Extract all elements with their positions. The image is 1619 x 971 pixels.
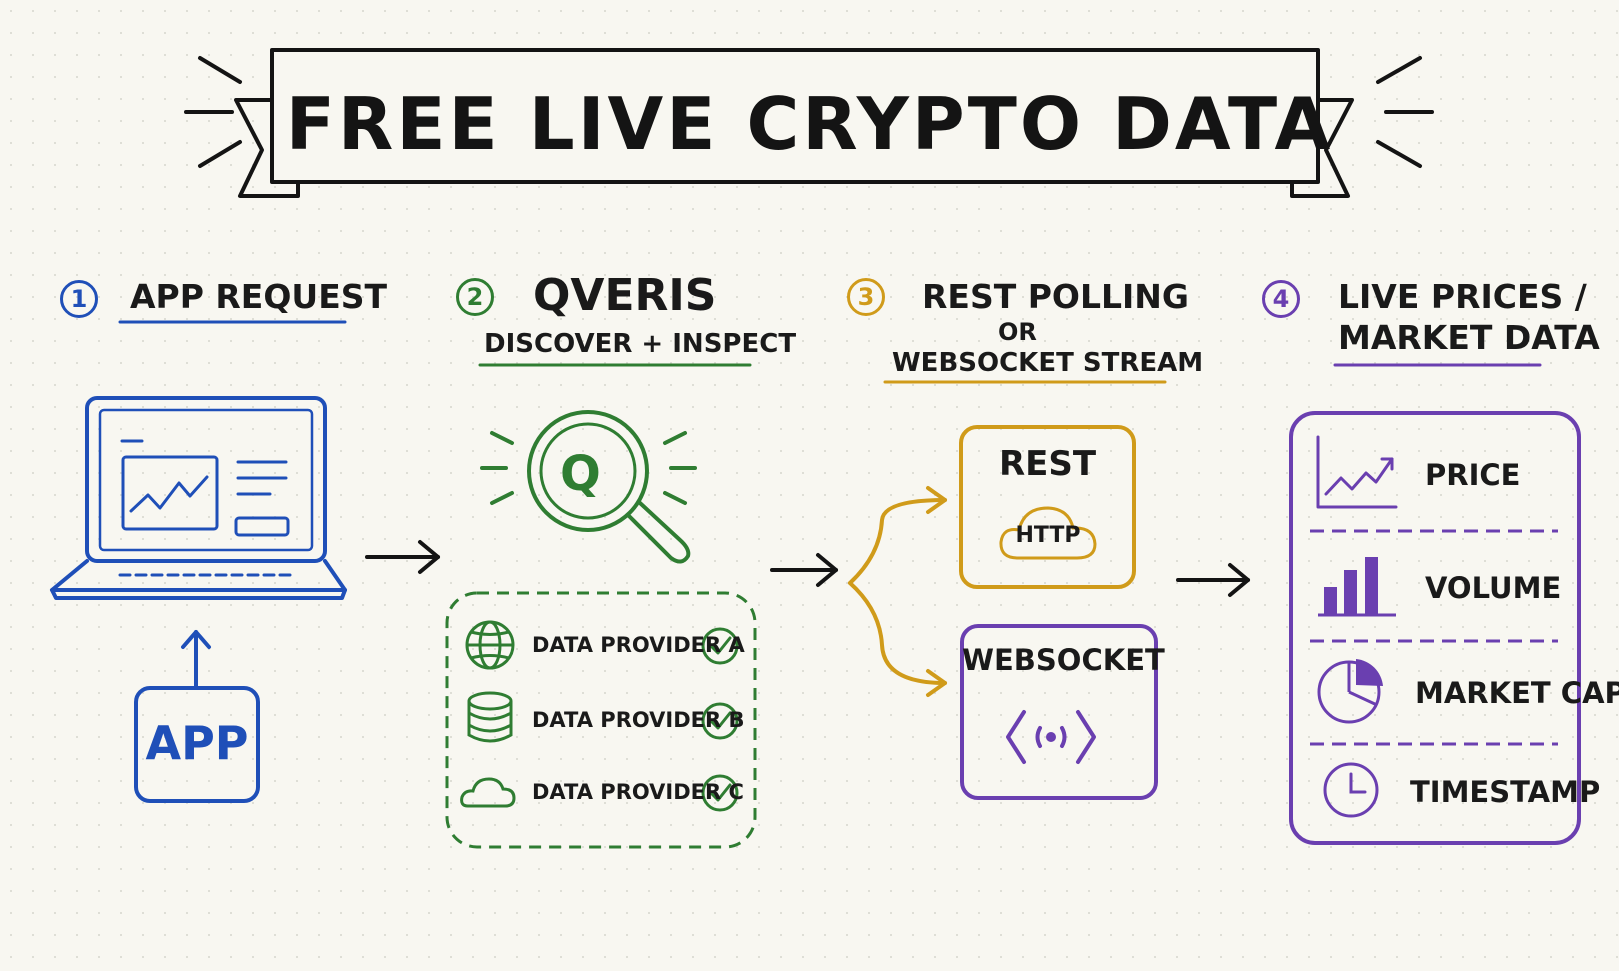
metric-price-label: PRICE xyxy=(1425,458,1521,492)
check-icon-b xyxy=(701,702,739,740)
providers-box xyxy=(445,591,757,849)
clock-icon xyxy=(1323,762,1379,818)
provider-b-label: DATA PROVIDER B xyxy=(532,708,745,732)
step-4-title-line2: MARKET DATA xyxy=(1338,318,1600,357)
pie-chart-icon xyxy=(1317,659,1383,724)
app-label: APP xyxy=(145,716,249,770)
app-box xyxy=(134,686,260,803)
laptop-icon xyxy=(50,396,347,600)
step-3-subtitle: WEBSOCKET STREAM xyxy=(892,348,1204,378)
step-4-title-line1: LIVE PRICES / xyxy=(1338,277,1587,316)
magnifier-icon xyxy=(480,410,697,564)
websocket-label: WEBSOCKET xyxy=(962,643,1165,677)
page-title: FREE LIVE CRYPTO DATA xyxy=(285,82,1334,166)
http-cloud-icon xyxy=(999,506,1097,560)
globe-icon xyxy=(465,620,515,670)
database-icon xyxy=(467,691,513,743)
volume-bars-icon xyxy=(1318,557,1396,617)
step-2-subtitle: DISCOVER + INSPECT xyxy=(484,329,797,359)
step-3-number: 3 xyxy=(847,278,885,316)
step-2-title: QVERIS xyxy=(533,270,717,321)
step-3-title: REST POLLING xyxy=(922,277,1189,316)
market-data-panel xyxy=(1289,411,1581,845)
step-3-or: OR xyxy=(998,318,1037,346)
metric-volume-label: VOLUME xyxy=(1425,571,1562,605)
metric-market-cap-label: MARKET CAP xyxy=(1415,676,1619,710)
step-1-number: 1 xyxy=(60,280,98,318)
arrow-2-3 xyxy=(770,553,838,587)
cloud-icon xyxy=(460,777,516,808)
provider-c-label: DATA PROVIDER C xyxy=(532,780,744,804)
step-2-number: 2 xyxy=(456,278,494,316)
price-chart-icon xyxy=(1316,435,1398,509)
step-1-title: APP REQUEST xyxy=(130,277,388,316)
metric-timestamp-label: TIMESTAMP xyxy=(1410,775,1601,809)
branch-arrows xyxy=(848,486,947,697)
rest-label: REST xyxy=(998,444,1097,484)
check-icon-c xyxy=(701,774,739,812)
http-label: HTTP xyxy=(1015,523,1081,548)
qveris-logo-letter: Q xyxy=(560,446,601,502)
check-icon-a xyxy=(701,627,739,665)
websocket-signal-icon xyxy=(1006,710,1096,764)
step-4-number: 4 xyxy=(1262,280,1300,318)
arrow-3-4 xyxy=(1176,563,1250,597)
arrow-1-2 xyxy=(365,540,440,574)
sparkle-lines xyxy=(184,56,1434,168)
app-arrow xyxy=(181,630,211,690)
provider-a-label: DATA PROVIDER A xyxy=(532,633,745,657)
rest-box xyxy=(959,425,1136,589)
title-banner xyxy=(234,48,1354,198)
websocket-box xyxy=(960,624,1158,800)
